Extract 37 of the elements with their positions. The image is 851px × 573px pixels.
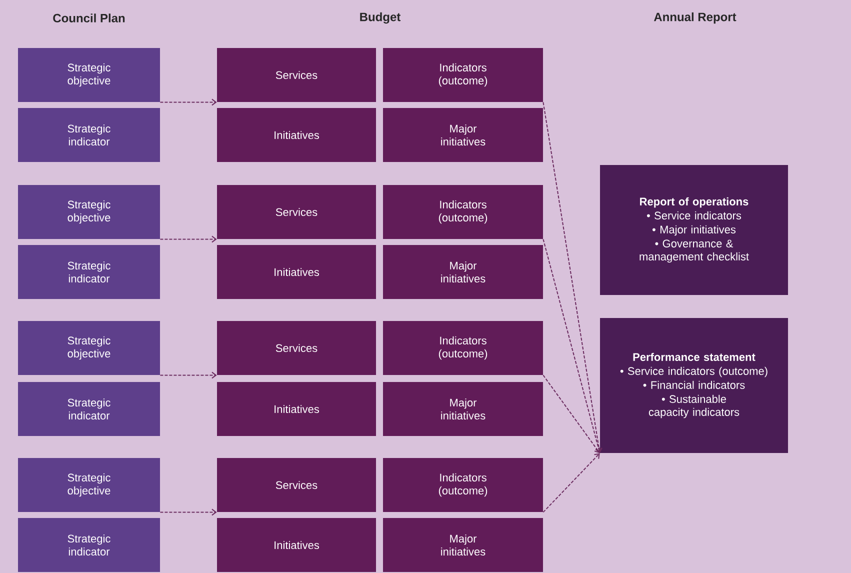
arrow bbox=[542, 453, 600, 513]
report-box: Report of operations • Service indicators • Major initiatives • Governance & management checklist bbox=[600, 165, 788, 295]
indicator-box: Strategic indicator bbox=[18, 108, 160, 162]
arrow bbox=[542, 374, 600, 454]
report-box: Performance statement • Service indicators (outcome) • Financial indicators • Sustainable capacity indicators bbox=[600, 318, 788, 453]
column-heading: Budget bbox=[360, 12, 401, 24]
objective-box: Strategic objective bbox=[18, 458, 160, 512]
initiative-box: Major initiatives bbox=[383, 245, 543, 299]
initiative-box: Major initiatives bbox=[383, 108, 543, 162]
arrow bbox=[160, 372, 217, 379]
indicator-box: Strategic indicator bbox=[18, 518, 160, 572]
initiative-box: Initiatives bbox=[217, 382, 376, 436]
column-heading: Annual Report bbox=[654, 12, 736, 24]
arrow bbox=[160, 236, 217, 243]
initiative-box: Initiatives bbox=[217, 518, 376, 572]
initiative-box: Initiatives bbox=[217, 108, 376, 162]
objective-box: Strategic objective bbox=[18, 321, 160, 375]
objective-box: Strategic objective bbox=[18, 185, 160, 239]
arrow bbox=[542, 102, 602, 454]
arrow bbox=[160, 98, 217, 106]
indicator-box: Indicators (outcome) bbox=[383, 321, 543, 375]
arrow bbox=[160, 508, 217, 516]
indicator-box: Indicators (outcome) bbox=[383, 185, 543, 239]
indicator-box: Indicators (outcome) bbox=[383, 458, 543, 512]
objective-box: Strategic objective bbox=[18, 48, 160, 102]
service-box: Services bbox=[217, 48, 376, 102]
initiative-box: Initiatives bbox=[217, 245, 376, 299]
service-box: Services bbox=[217, 321, 376, 375]
arrow bbox=[542, 238, 602, 454]
indicator-box: Strategic indicator bbox=[18, 382, 160, 436]
initiative-box: Major initiatives bbox=[383, 518, 543, 572]
column-heading: Council Plan bbox=[53, 14, 125, 22]
service-box: Services bbox=[217, 458, 376, 512]
initiative-box: Major initiatives bbox=[383, 382, 543, 436]
service-box: Services bbox=[217, 185, 376, 239]
indicator-box: Indicators (outcome) bbox=[383, 48, 543, 102]
indicator-box: Strategic indicator bbox=[18, 245, 160, 299]
